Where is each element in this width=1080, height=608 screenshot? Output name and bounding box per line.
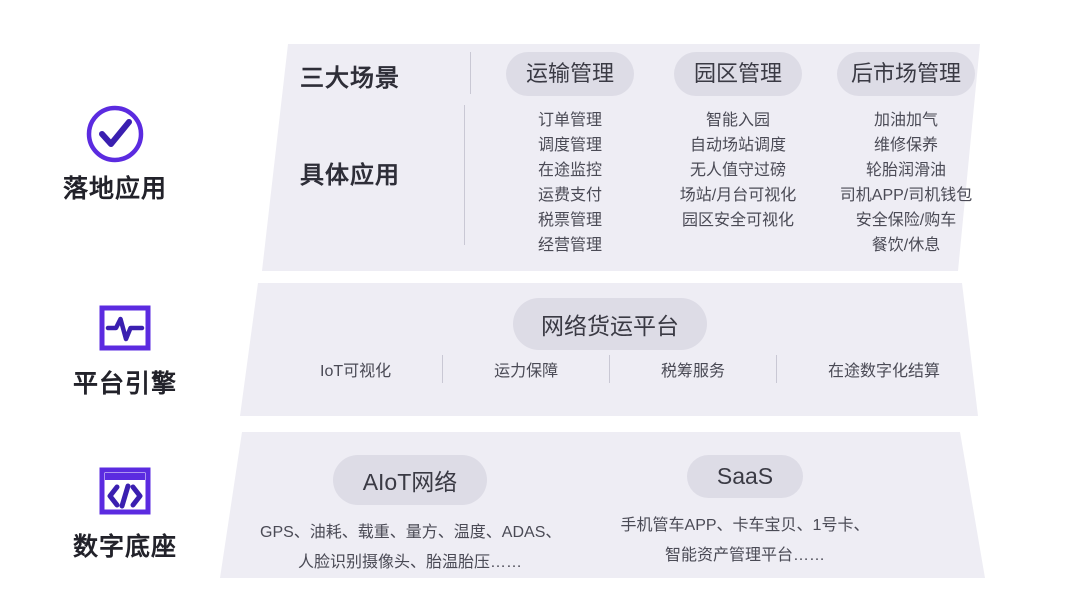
platform-capability-row: IoT可视化 运力保障 税筹服务 在途数字化结算 — [320, 355, 940, 383]
divider-apps — [464, 105, 465, 245]
list-item: 调度管理 — [537, 136, 602, 154]
list-item: 在途监控 — [537, 161, 602, 179]
list-item: 运费支付 — [537, 186, 602, 204]
divider — [776, 355, 777, 383]
layer-legend-label: 数字底座 — [72, 533, 177, 561]
layer-legend-label: 平台引擎 — [72, 370, 177, 398]
scene-title-pill[interactable]: 园区管理 — [673, 52, 802, 96]
scene-app-list: 加油加气 维修保养 轮胎润滑油 司机APP/司机钱包 安全保险/购车 餐饮/休息 — [818, 108, 994, 258]
code-window-icon — [99, 467, 151, 515]
capability-item: 运力保障 — [494, 363, 559, 380]
list-item: 智能入园 — [705, 111, 770, 129]
list-item: 轮胎润滑油 — [865, 161, 946, 179]
layer-legend-foundation: 数字底座 — [10, 458, 240, 562]
detail-line: 智能资产管理平台…… — [664, 547, 825, 564]
divider — [609, 355, 611, 383]
scene-column-aftermarket: 后市场管理 加油加气 维修保养 轮胎润滑油 司机APP/司机钱包 安全保险/购车… — [818, 52, 994, 258]
list-item: 安全保险/购车 — [855, 211, 957, 229]
list-item: 无人值守过磅 — [689, 161, 786, 179]
scene-title-pill[interactable]: 后市场管理 — [836, 52, 975, 96]
list-item: 经营管理 — [537, 236, 602, 254]
platform-pill-row: 网络货运平台 — [240, 298, 980, 350]
list-item: 税票管理 — [537, 211, 602, 229]
foundation-title-pill[interactable]: SaaS — [686, 455, 804, 498]
list-item: 订单管理 — [537, 111, 602, 129]
foundation-detail-text: 手机管车APP、卡车宝贝、1号卡、 智能资产管理平台…… — [595, 511, 895, 571]
list-item: 司机APP/司机钱包 — [839, 186, 973, 204]
scene-title-pill[interactable]: 运输管理 — [505, 52, 634, 96]
layer-legend-platform: 平台引擎 — [10, 295, 240, 399]
list-item: 餐饮/休息 — [871, 236, 941, 254]
scene-column-park: 园区管理 智能入园 自动场站调度 无人值守过磅 场站/月台可视化 园区安全可视化 — [650, 52, 826, 233]
capability-item: 在途数字化结算 — [827, 363, 940, 380]
foundation-title-pill[interactable]: AIoT网络 — [332, 455, 488, 505]
row-label-scenes: 三大场景 — [300, 65, 400, 92]
scene-column-transport: 运输管理 订单管理 调度管理 在途监控 运费支付 税票管理 经营管理 — [482, 52, 658, 258]
foundation-detail-text: GPS、油耗、载重、量方、温度、ADAS、 人脸识别摄像头、胎温胎压…… — [260, 518, 562, 578]
scene-app-list: 智能入园 自动场站调度 无人值守过磅 场站/月台可视化 园区安全可视化 — [650, 108, 826, 233]
list-item: 维修保养 — [873, 136, 938, 154]
list-item: 园区安全可视化 — [681, 211, 794, 229]
foundation-column-aiot: AIoT网络 GPS、油耗、载重、量方、温度、ADAS、 人脸识别摄像头、胎温胎… — [260, 455, 562, 578]
capability-item: 税筹服务 — [661, 363, 726, 380]
platform-title-pill[interactable]: 网络货运平台 — [513, 298, 707, 350]
scene-app-list: 订单管理 调度管理 在途监控 运费支付 税票管理 经营管理 — [482, 108, 658, 258]
list-item: 自动场站调度 — [689, 136, 786, 154]
row-label-apps: 具体应用 — [300, 162, 400, 189]
list-item: 场站/月台可视化 — [679, 186, 797, 204]
pulse-monitor-icon — [99, 305, 151, 351]
layer-legend-label: 落地应用 — [62, 175, 167, 203]
divider-scenes — [470, 52, 471, 94]
check-circle-icon — [86, 105, 144, 163]
detail-line: 手机管车APP、卡车宝贝、1号卡、 — [620, 517, 870, 534]
foundation-column-saas: SaaS 手机管车APP、卡车宝贝、1号卡、 智能资产管理平台…… — [595, 455, 895, 571]
layer-legend-application: 落地应用 — [0, 100, 230, 204]
detail-line: 人脸识别摄像头、胎温胎压…… — [297, 554, 522, 571]
capability-item: IoT可视化 — [320, 363, 392, 380]
list-item: 加油加气 — [873, 111, 938, 129]
detail-line: GPS、油耗、载重、量方、温度、ADAS、 — [260, 524, 562, 541]
divider — [442, 355, 444, 383]
